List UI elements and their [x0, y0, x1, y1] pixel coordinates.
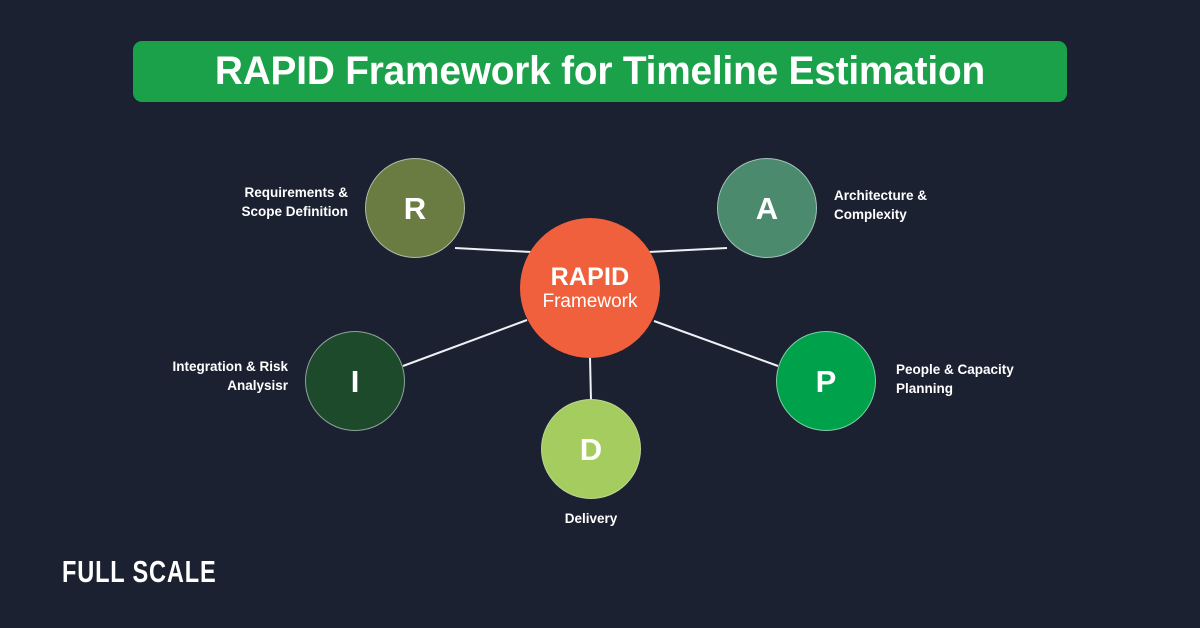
connector-center-to-p [653, 320, 779, 367]
node-a[interactable]: A [717, 158, 817, 258]
node-center-primary-label: RAPID [550, 263, 630, 292]
page-title: RAPID Framework for Timeline Estimation [214, 49, 986, 93]
node-p-letter: P [815, 363, 837, 399]
node-r[interactable]: R [365, 158, 465, 258]
full-scale-logo: FULL SCALE [62, 554, 217, 589]
title-banner: RAPID Framework for Timeline Estimation [133, 41, 1067, 102]
node-i-letter: I [350, 363, 360, 399]
connector-center-to-d [589, 356, 592, 402]
node-center-secondary-label: Framework [542, 290, 638, 312]
connector-center-to-i [402, 319, 528, 367]
connector-center-to-a [648, 247, 728, 253]
node-a-letter: A [755, 190, 779, 226]
node-i-label: Integration & Risk Analysisr [172, 359, 288, 394]
node-center-rapid[interactable]: RAPID Framework [520, 218, 660, 358]
node-r-label: Requirements & Scope Definition [241, 185, 348, 220]
node-p[interactable]: P [776, 331, 876, 431]
node-d-label: Delivery [564, 511, 618, 526]
node-a-label: Architecture & Complexity [834, 188, 928, 223]
node-r-letter: R [403, 190, 427, 226]
node-d[interactable]: D [541, 399, 641, 499]
node-d-letter: D [579, 431, 603, 467]
node-i[interactable]: I [305, 331, 405, 431]
connector-center-to-r [454, 247, 532, 253]
node-p-label: People & Capacity Planning [896, 362, 1014, 397]
